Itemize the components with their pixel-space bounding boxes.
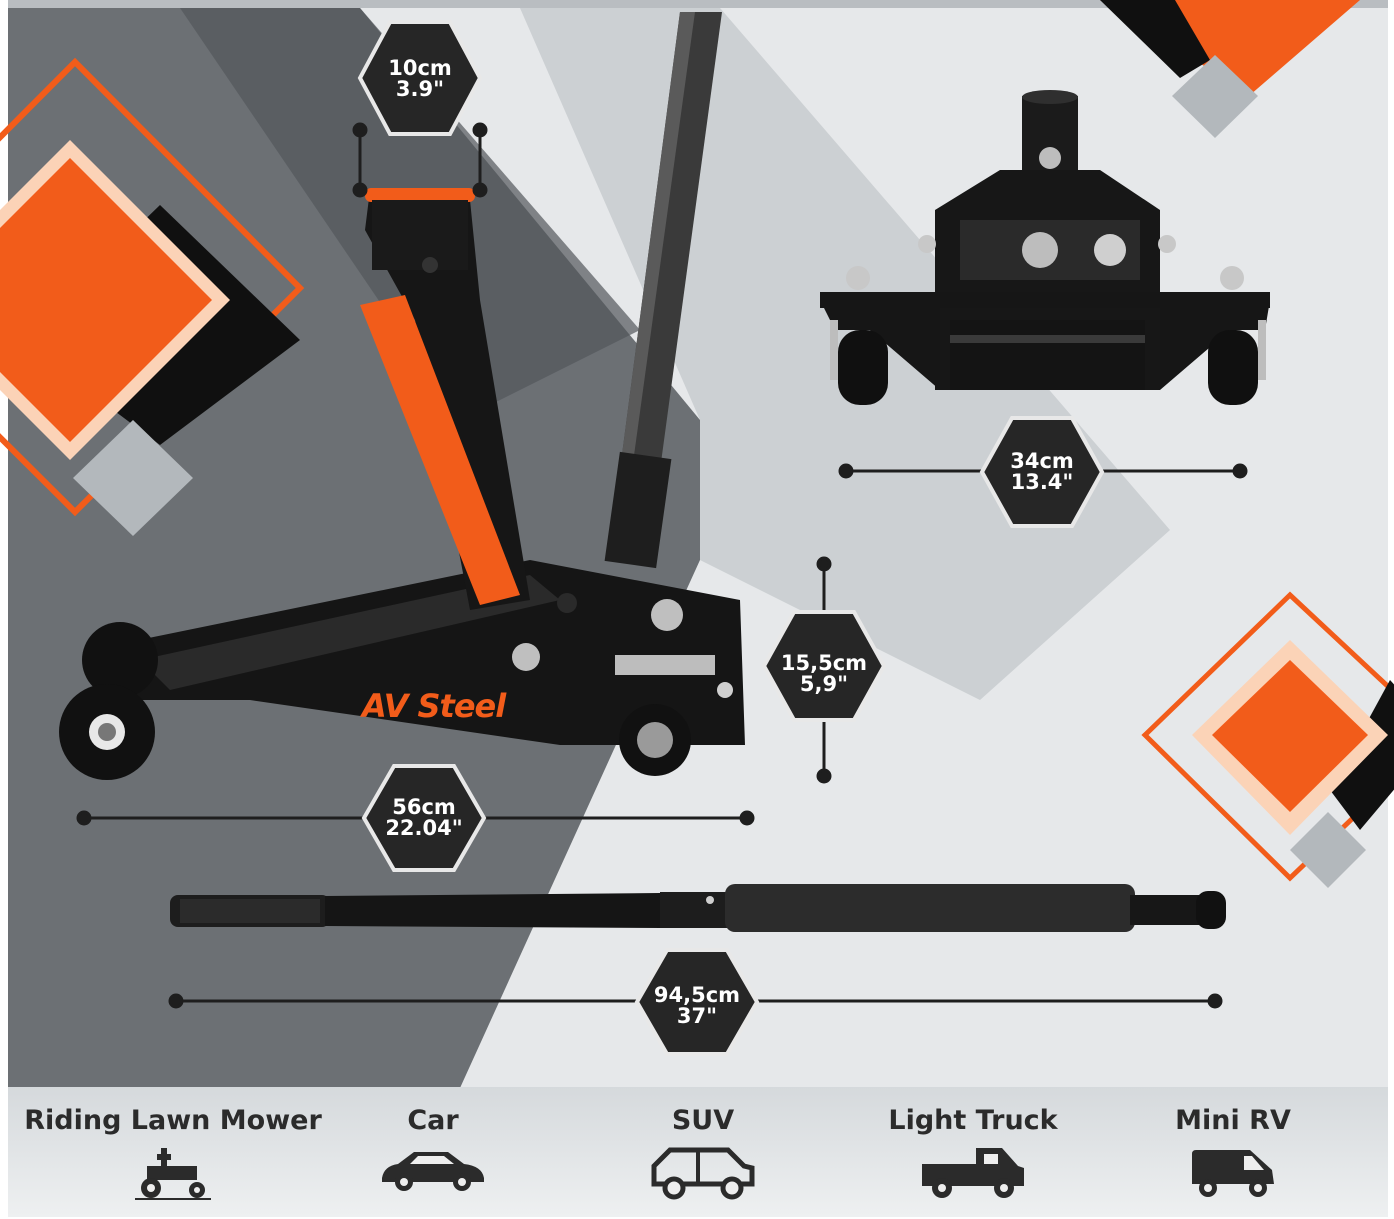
width-dimension-label: 34cm 13.4" bbox=[982, 451, 1102, 493]
vehicle-label: Car bbox=[407, 1105, 459, 1136]
vehicle-car: Car bbox=[368, 1087, 498, 1217]
vehicle-label: SUV bbox=[671, 1105, 735, 1136]
decor-diamond-right bbox=[1141, 591, 1394, 888]
handle-dimension-label: 94,5cm 37" bbox=[637, 985, 757, 1027]
length-dimension-label: 56cm 22.04" bbox=[364, 797, 484, 839]
width-imperial: 13.4" bbox=[1010, 470, 1074, 494]
height-dimension-label: 15,5cm 5,9" bbox=[764, 653, 884, 695]
badge-handle bbox=[634, 948, 760, 1056]
vehicle-compatibility-bar: Riding Lawn Mower Car SUV Light Truck bbox=[8, 1087, 1388, 1217]
badge-saddle bbox=[357, 20, 483, 136]
decor-diamond-top-right bbox=[1100, 0, 1360, 138]
width-metric: 34cm bbox=[1010, 449, 1074, 473]
vehicle-mini-rv: Mini RV bbox=[1168, 1087, 1298, 1217]
floor-jack-front-view bbox=[820, 90, 1270, 405]
pickup-truck-icon bbox=[922, 1148, 1024, 1198]
saddle-imperial: 3.9" bbox=[395, 77, 445, 101]
vehicle-label: Mini RV bbox=[1175, 1105, 1291, 1136]
height-imperial: 5,9" bbox=[799, 672, 849, 696]
floor-jack-side-view bbox=[59, 12, 745, 780]
vehicle-label: Light Truck bbox=[888, 1105, 1058, 1136]
saddle-metric: 10cm bbox=[388, 56, 452, 80]
saddle-dimension-label: 10cm 3.9" bbox=[360, 58, 480, 100]
dimension-badges bbox=[357, 20, 1105, 1056]
brand-logo: AV Steel bbox=[362, 687, 506, 725]
vehicle-suv: SUV bbox=[638, 1087, 768, 1217]
decor-diamond-left bbox=[0, 57, 305, 536]
car-icon bbox=[382, 1152, 484, 1191]
length-metric: 56cm bbox=[392, 795, 456, 819]
height-metric: 15,5cm bbox=[780, 651, 868, 675]
suv-icon bbox=[651, 1147, 755, 1200]
badge-length bbox=[361, 764, 487, 872]
lawn-mower-icon bbox=[135, 1148, 211, 1200]
badge-width bbox=[979, 416, 1105, 528]
vehicle-light-truck: Light Truck bbox=[888, 1087, 1058, 1217]
vehicle-label: Riding Lawn Mower bbox=[24, 1105, 322, 1136]
badge-height bbox=[761, 610, 887, 722]
handle-imperial: 37" bbox=[676, 1004, 718, 1028]
jack-handle-horizontal bbox=[170, 884, 1226, 932]
van-icon bbox=[1192, 1150, 1274, 1197]
length-imperial: 22.04" bbox=[385, 816, 463, 840]
vehicle-lawn-mower: Riding Lawn Mower bbox=[18, 1087, 328, 1217]
handle-metric: 94,5cm bbox=[653, 983, 741, 1007]
